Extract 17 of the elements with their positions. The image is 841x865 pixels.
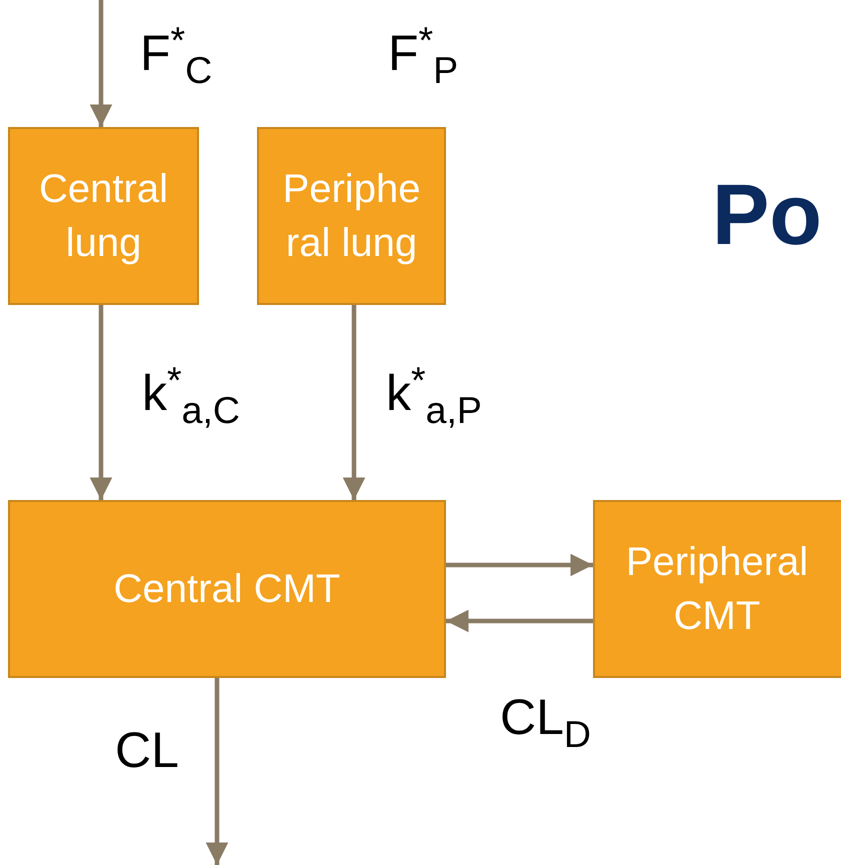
- box-label: Peripheral CMT: [624, 539, 810, 640]
- arrow: [342, 305, 366, 500]
- box-label: Periphe ral lung: [282, 166, 422, 267]
- edge-label: CL: [115, 725, 179, 775]
- box-label: Central CMT: [112, 566, 342, 613]
- box-label: Central lung: [38, 166, 169, 267]
- arrow: [206, 678, 228, 865]
- process-box: [8, 127, 199, 305]
- process-box: [257, 127, 446, 305]
- process-box: [8, 500, 446, 678]
- arrow: [446, 554, 593, 576]
- rate-label: CL$_{D}$: [500, 692, 592, 754]
- arrow: [90, 305, 112, 500]
- arrow: [90, 0, 112, 127]
- arrow: [446, 610, 593, 632]
- title-fragment: Po: [712, 172, 822, 258]
- process-box: [593, 500, 841, 678]
